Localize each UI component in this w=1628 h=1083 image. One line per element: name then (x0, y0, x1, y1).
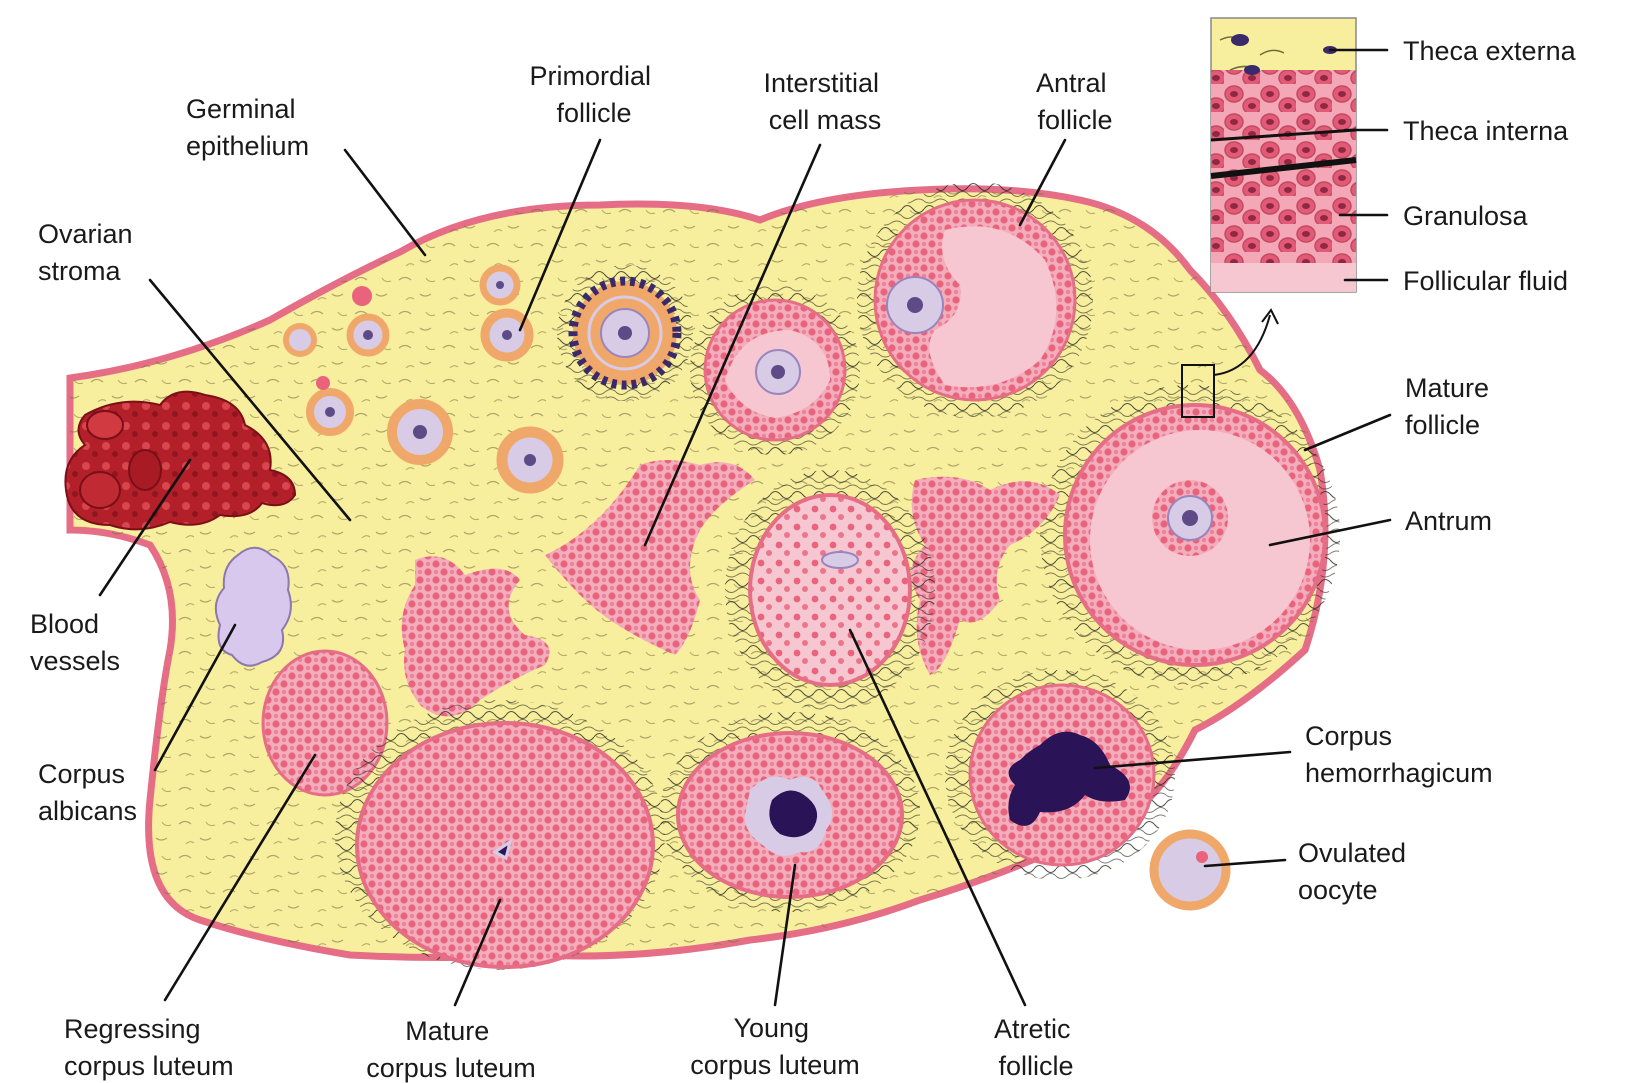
corpus-albicans (214, 546, 292, 667)
label-theca-interna: Theca interna (1403, 116, 1569, 146)
label-corpus-albicans: Corpus albicans (38, 759, 137, 826)
atretic-follicle (725, 470, 935, 710)
young-corpus-luteum (660, 712, 920, 912)
follicle-wall-inset (1210, 17, 1357, 293)
mature-corpus-luteum (335, 700, 665, 970)
label-primordial-follicle: Primordial follicle (529, 61, 658, 128)
label-follicular-fluid: Follicular fluid (1403, 266, 1568, 296)
label-young-corpus-luteum: Young corpus luteum (690, 1013, 860, 1080)
label-antrum: Antrum (1405, 506, 1492, 536)
mature-follicle (1040, 308, 1340, 685)
label-atretic-follicle: Atretic follicle (994, 1014, 1078, 1081)
label-mature-follicle: Mature follicle (1405, 373, 1497, 440)
label-theca-externa: Theca externa (1403, 36, 1577, 66)
label-granulosa: Granulosa (1403, 201, 1529, 231)
label-ovarian-stroma: Ovarian stroma (38, 219, 140, 286)
interstitial-cell-masses (401, 460, 1060, 717)
antral-follicle (857, 182, 1093, 418)
ovulated-oocyte (1149, 829, 1231, 911)
regressing-corpus-luteum (261, 649, 389, 797)
corpus-hemorrhagicum (945, 670, 1175, 880)
label-germinal-epithelium: Germinal epithelium (186, 94, 309, 161)
label-corpus-hemorrhagicum: Corpus hemorrhagicum (1305, 721, 1493, 788)
label-mature-corpus-luteum: Mature corpus luteum (366, 1016, 536, 1083)
label-blood-vessels: Blood vessels (30, 609, 120, 676)
early-antral-follicle (690, 285, 860, 455)
blood-vessels (64, 390, 297, 531)
labels: Germinal epithelium Primordial follicle … (30, 36, 1577, 1083)
leader-lines (98, 48, 1392, 1007)
label-regressing-corpus-luteum: Regressing corpus luteum (64, 1014, 234, 1081)
label-antral-follicle: Antral follicle (1036, 68, 1114, 135)
primordial-follicles (283, 264, 564, 494)
label-ovulated-oocyte: Ovulated oocyte (1298, 838, 1414, 905)
label-interstitial-cell-mass: Interstitial cell mass (763, 68, 886, 135)
secondary-follicle (557, 265, 693, 401)
